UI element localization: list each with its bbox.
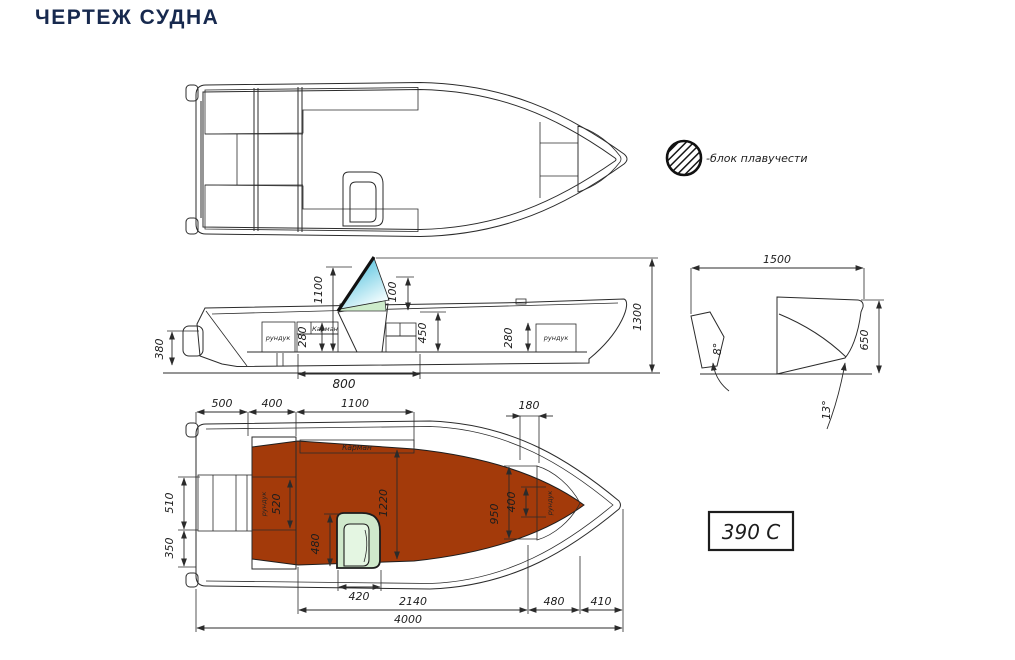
buoyancy-legend: -блок плавучести xyxy=(665,139,807,177)
section-view: 1500 650 8° 13° xyxy=(690,253,884,430)
stern-platform xyxy=(197,474,253,532)
dim-650: 650 xyxy=(858,330,871,351)
console-screen-curve xyxy=(363,529,368,563)
pocket-label: Карман xyxy=(312,325,338,333)
console-top-view-inner xyxy=(349,181,377,223)
stern-locker xyxy=(261,321,296,353)
angle-8-arc xyxy=(710,362,730,392)
stern-corner-cap xyxy=(185,217,199,235)
dim-2140: 2140 xyxy=(399,595,427,608)
dim-400: 400 xyxy=(262,397,283,410)
dim-180: 180 xyxy=(519,399,540,412)
console-plan-screen xyxy=(343,523,370,567)
under-seat-red xyxy=(296,333,339,353)
dim-350: 350 xyxy=(163,538,176,559)
deck-area xyxy=(251,440,585,566)
dim-1300: 1300 xyxy=(631,303,644,331)
dim-510: 510 xyxy=(163,493,176,514)
bow-locker-plan xyxy=(536,465,581,541)
dim-280-bow: 280 xyxy=(502,328,515,349)
model-badge-box xyxy=(707,510,795,552)
dim-380: 380 xyxy=(153,339,166,360)
dim-1100: 1100 xyxy=(312,276,325,304)
console-top-view xyxy=(342,171,384,227)
stern-corner-cap xyxy=(185,84,199,102)
dim-4000: 4000 xyxy=(394,613,422,626)
deck-line xyxy=(211,302,619,315)
bilge-curve xyxy=(778,313,847,358)
bow-locker-label: рундук xyxy=(543,334,569,342)
dim-420: 420 xyxy=(349,590,370,603)
top-view xyxy=(185,81,628,238)
dim-450: 450 xyxy=(416,323,429,344)
model-badge-label: 390 С xyxy=(722,520,781,544)
dim-1220: 1220 xyxy=(377,489,390,517)
buoyancy-block-bow xyxy=(577,125,622,193)
bow-locker-plan-label: рундук xyxy=(546,491,554,517)
bow-locker xyxy=(535,323,577,353)
windshield-frame xyxy=(336,256,376,312)
side-locker-column xyxy=(251,436,297,570)
transom-slant xyxy=(205,310,248,367)
buoyancy-sample-icon xyxy=(665,139,703,177)
buoyancy-block-bottom xyxy=(204,184,419,232)
stern-locker-label: рундук xyxy=(265,334,291,342)
buoyancy-block-top xyxy=(204,87,419,135)
hull-plan-inner-line xyxy=(205,426,614,584)
model-badge: 390 С xyxy=(707,510,795,552)
dim-1100-plan: 1100 xyxy=(341,397,369,410)
motor-bracket xyxy=(182,325,204,357)
pocket-label-plan: Карман xyxy=(342,443,372,452)
midship-section xyxy=(776,296,864,375)
angle-13-arc xyxy=(826,362,847,430)
side-view: рундук Карман 280 рундук 380 1100 xyxy=(153,256,660,391)
dim-100: 100 xyxy=(386,282,399,303)
hull-outline-inner xyxy=(202,88,617,231)
dim-480-console: 480 xyxy=(309,534,322,555)
legend-label: -блок плавучести xyxy=(706,152,807,165)
red-shelf-aft xyxy=(385,335,417,353)
angle-13: 13° xyxy=(820,400,833,420)
dim-480: 480 xyxy=(544,595,565,608)
dim-520: 520 xyxy=(270,494,283,515)
dim-280-mid: 280 xyxy=(296,327,309,348)
dim-800: 800 xyxy=(333,377,356,391)
transom-section xyxy=(690,311,725,369)
dim-410: 410 xyxy=(591,595,612,608)
hull-side xyxy=(196,298,628,368)
dim-400-bow: 400 xyxy=(505,492,518,513)
plan-view: рундук 520 Карман рундук 500 400 1100 xyxy=(163,397,624,632)
hull-plan xyxy=(195,420,621,590)
stern-corner-cap xyxy=(185,572,199,588)
stern-corner-cap xyxy=(185,422,199,438)
windshield-glass xyxy=(339,257,390,310)
locker-left-label: рундук xyxy=(260,492,268,518)
page-title: ЧЕРТЕЖ СУДНА xyxy=(35,6,220,29)
hull-outline-outer xyxy=(195,81,628,238)
dim-1500: 1500 xyxy=(763,253,791,266)
dim-500: 500 xyxy=(212,397,233,410)
angle-8: 8° xyxy=(711,343,724,356)
dim-950: 950 xyxy=(488,504,501,525)
yellow-shelf-aft xyxy=(385,322,417,337)
cleat xyxy=(515,298,527,305)
